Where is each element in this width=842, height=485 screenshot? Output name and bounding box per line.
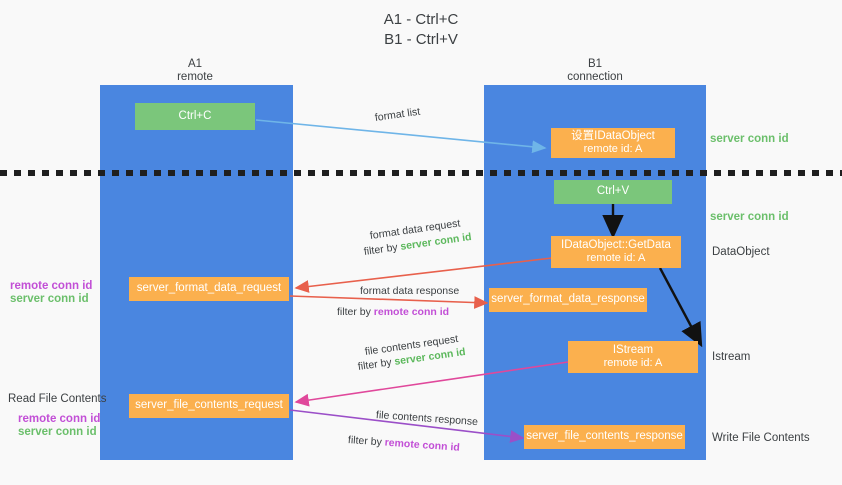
node-istream-sub: remote id: A <box>603 357 663 369</box>
node-ctrl-c-label: Ctrl+C <box>178 109 212 122</box>
node-getdata-title: IDataObject::GetData <box>561 238 671 251</box>
title-line-2: B1 - Ctrl+V <box>384 31 458 48</box>
right-label-dataobject: DataObject <box>712 246 770 258</box>
node-server-file-contents-request-label: server_file_contents_request <box>135 399 283 412</box>
column-header-b1: B1 connection <box>535 58 655 84</box>
node-set-idataobject[interactable]: 设置IDataObject remote id: A <box>551 128 675 158</box>
node-server-file-contents-request[interactable]: server_file_contents_request <box>129 394 289 418</box>
node-server-format-data-request-label: server_format_data_request <box>136 282 282 295</box>
node-server-format-data-response-label: server_format_data_response <box>491 293 645 306</box>
title-line-1: A1 - Ctrl+C <box>383 11 459 28</box>
filter-key-remote-conn-id: remote conn id <box>384 436 461 454</box>
node-ctrl-v[interactable]: Ctrl+V <box>554 180 672 204</box>
left-label-remote-conn-id-2: remote conn id <box>18 413 101 425</box>
right-label-istream: Istream <box>712 351 751 363</box>
node-server-format-data-response[interactable]: server_format_data_response <box>489 288 647 312</box>
node-server-file-contents-response-label: server_file_contents_response <box>526 430 683 443</box>
column-header-a1: A1 remote <box>135 58 255 84</box>
filter-prefix: filter by <box>337 306 374 318</box>
edge-label-file-contents-response: file contents response <box>376 408 479 428</box>
filter-prefix: filter by <box>347 434 386 449</box>
edge-label-file-contents-request-filter: filter by server conn id <box>357 346 467 374</box>
edge-label-format-list: format list <box>374 106 421 125</box>
column-a1-name: A1 <box>187 58 203 70</box>
node-set-idataobject-sub: remote id: A <box>583 143 643 155</box>
filter-key-remote-conn-id: remote conn id <box>373 306 450 318</box>
node-getdata-sub: remote id: A <box>586 252 646 264</box>
left-label-read-file-contents: Read File Contents <box>8 393 107 405</box>
node-server-format-data-request[interactable]: server_format_data_request <box>129 277 289 301</box>
filter-prefix: filter by <box>363 240 402 258</box>
page-title: A1 - Ctrl+C B1 - Ctrl+V <box>0 10 842 50</box>
edge-label-format-data-response-text: format data response <box>360 285 460 297</box>
left-label-remote-conn-id-1: remote conn id <box>10 280 93 292</box>
left-label-server-conn-id-2: server conn id <box>18 426 97 438</box>
column-b1-name: B1 <box>587 58 603 70</box>
edge-label-format-data-response: format data response <box>360 284 459 298</box>
right-label-server-conn-id-mid: server conn id <box>710 211 789 223</box>
filter-prefix: filter by <box>357 355 396 373</box>
column-a1-sub: remote <box>177 71 213 83</box>
left-label-server-conn-id-1: server conn id <box>10 293 89 305</box>
node-istream[interactable]: IStream remote id: A <box>568 341 698 373</box>
edge-label-file-contents-response-text: file contents response <box>375 409 479 429</box>
node-idataobject-getdata[interactable]: IDataObject::GetData remote id: A <box>551 236 681 268</box>
node-set-idataobject-title: 设置IDataObject <box>571 129 655 142</box>
edge-label-file-contents-response-filter: filter by remote conn id <box>347 433 461 454</box>
edge-label-format-data-request-filter: filter by server conn id <box>363 231 473 259</box>
edge-label-format-list-text: format list <box>374 105 421 124</box>
node-ctrl-v-label: Ctrl+V <box>596 185 630 198</box>
right-label-server-conn-id-top: server conn id <box>710 133 789 145</box>
column-b1-sub: connection <box>567 71 623 83</box>
right-label-write-file-contents: Write File Contents <box>712 432 810 444</box>
node-istream-title: IStream <box>612 343 654 356</box>
edge-label-format-data-response-filter: filter by remote conn id <box>337 305 449 319</box>
node-server-file-contents-response[interactable]: server_file_contents_response <box>524 425 685 449</box>
node-ctrl-c[interactable]: Ctrl+C <box>135 103 255 130</box>
